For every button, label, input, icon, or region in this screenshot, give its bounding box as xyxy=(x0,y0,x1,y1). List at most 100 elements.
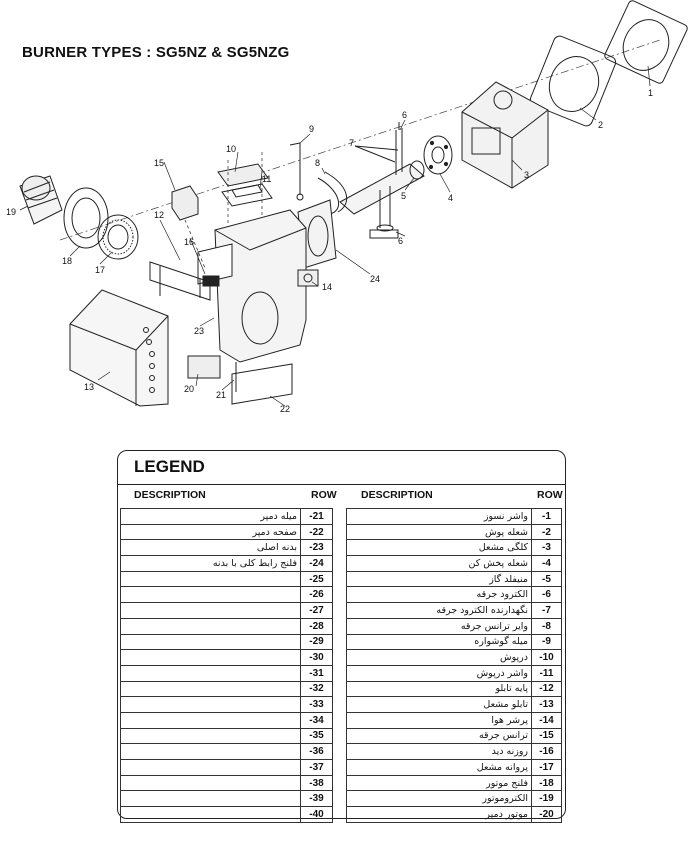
page-title: BURNER TYPES : SG5NZ & SG5NZG xyxy=(22,44,290,61)
callout-11: 11 xyxy=(262,174,271,184)
legend-description xyxy=(120,711,301,729)
legend-row-number: -30 xyxy=(300,649,333,666)
legend-row-number: -10 xyxy=(531,649,562,666)
callout-19: 19 xyxy=(6,207,16,217)
part-20-damper-motor xyxy=(187,355,221,379)
part-13-control-panel xyxy=(69,289,169,407)
callout-16: 16 xyxy=(184,237,194,247)
callout-6a: 6 xyxy=(402,110,407,120)
legend-description xyxy=(120,806,301,823)
left-row-header: ROW xyxy=(311,489,337,501)
legend-row-number: -25 xyxy=(300,570,333,588)
left-description-header: DESCRIPTION xyxy=(134,489,206,501)
legend-description xyxy=(120,696,301,713)
right-row-header: ROW xyxy=(537,489,563,501)
part-2-flame-tube xyxy=(529,35,617,127)
right-description-header: DESCRIPTION xyxy=(361,489,433,501)
callout-20: 20 xyxy=(184,384,194,394)
legend-row: واشر درپوش-11 xyxy=(346,664,562,682)
legend-description: روزنه دید xyxy=(346,743,532,760)
part-10-cover xyxy=(217,163,269,187)
legend-row: -31 xyxy=(120,664,333,682)
callout-15: 15 xyxy=(154,158,164,168)
callout-9: 9 xyxy=(309,124,314,134)
legend-description xyxy=(120,649,301,666)
legend-row-number: -18 xyxy=(531,774,562,792)
legend-description xyxy=(120,602,301,619)
legend-description: فلنج موتور xyxy=(346,774,532,792)
part-22-damper-plate xyxy=(231,363,293,405)
legend-row: الکترود جرقه-6 xyxy=(346,586,562,604)
legend-row: واشر نسوز-1 xyxy=(346,508,562,525)
legend-row-number: -33 xyxy=(300,696,333,713)
legend-row: -30 xyxy=(120,649,333,666)
legend-description: واشر درپوش xyxy=(346,664,532,682)
legend-description xyxy=(120,617,301,635)
legend-row-number: -35 xyxy=(300,727,333,745)
legend-row: -26 xyxy=(120,586,333,604)
callout-17: 17 xyxy=(95,265,105,275)
legend-row: -36 xyxy=(120,743,333,760)
callout-10: 10 xyxy=(226,144,236,154)
legend-description xyxy=(120,633,301,651)
legend-row-number: -9 xyxy=(531,633,562,651)
callout-8: 8 xyxy=(315,158,320,168)
legend-row: درپوش-10 xyxy=(346,649,562,666)
part-8-ignition-wires xyxy=(317,171,348,215)
legend-row-number: -37 xyxy=(300,759,333,776)
legend-description: الکترود جرقه xyxy=(346,586,532,604)
legend-row: منیفلد گاز-5 xyxy=(346,570,562,588)
legend-row-number: -4 xyxy=(531,555,562,572)
legend-description: الکتروموتور xyxy=(346,790,532,808)
legend-row: -27 xyxy=(120,602,333,619)
callout-24: 24 xyxy=(370,274,380,284)
legend-description xyxy=(120,790,301,808)
legend-row-number: -5 xyxy=(531,570,562,588)
legend-row: پروانه مشعل-17 xyxy=(346,759,562,776)
callout-7: 7 xyxy=(349,138,354,148)
legend-description xyxy=(120,743,301,760)
legend-row-number: -27 xyxy=(300,602,333,619)
legend-description: پرشر هوا xyxy=(346,711,532,729)
legend-row-number: -1 xyxy=(531,508,562,525)
legend-description: درپوش xyxy=(346,649,532,666)
legend-row: -39 xyxy=(120,790,333,808)
part-9-hinge-rod xyxy=(289,142,304,201)
legend-row-number: -16 xyxy=(531,743,562,760)
legend-row-number: -7 xyxy=(531,602,562,619)
legend-row-number: -28 xyxy=(300,617,333,635)
legend-row-number: -24 xyxy=(300,555,333,572)
legend-row-number: -40 xyxy=(300,806,333,823)
part-5-gas-manifold xyxy=(339,160,425,239)
legend-row: -40 xyxy=(120,806,333,823)
legend-row-number: -23 xyxy=(300,539,333,557)
legend-divider xyxy=(118,484,565,485)
legend-row: کلگی مشعل-3 xyxy=(346,539,562,557)
legend-row: وایر ترانس جرقه-8 xyxy=(346,617,562,635)
callout-12: 12 xyxy=(154,210,164,220)
callout-2: 2 xyxy=(598,120,603,130)
legend-row-number: -38 xyxy=(300,774,333,792)
legend-row: -29 xyxy=(120,633,333,651)
legend-description xyxy=(120,727,301,745)
legend-description: وایر ترانس جرقه xyxy=(346,617,532,635)
legend-description xyxy=(120,664,301,682)
legend-description: میله دمپر xyxy=(120,508,301,525)
legend-description xyxy=(120,759,301,776)
legend-description xyxy=(120,586,301,604)
legend-row: ترانس جرقه-15 xyxy=(346,727,562,745)
legend-row-number: -21 xyxy=(300,508,333,525)
part-17-fan-wheel xyxy=(97,214,139,260)
legend-row: الکتروموتور-19 xyxy=(346,790,562,808)
legend-description: شعله پخش کن xyxy=(346,555,532,572)
part-11-cover-gasket xyxy=(221,183,273,207)
legend-row: بدنه اصلی-23 xyxy=(120,539,333,557)
legend-description: میله گوشواره xyxy=(346,633,532,651)
part-7-electrode-holder xyxy=(354,145,399,163)
part-3-burner-head xyxy=(461,81,549,189)
legend-description: شعله پوش xyxy=(346,523,532,541)
legend-row-number: -26 xyxy=(300,586,333,604)
legend-row: -34 xyxy=(120,711,333,729)
legend-row-number: -2 xyxy=(531,523,562,541)
legend-row: فلنج موتور-18 xyxy=(346,774,562,792)
